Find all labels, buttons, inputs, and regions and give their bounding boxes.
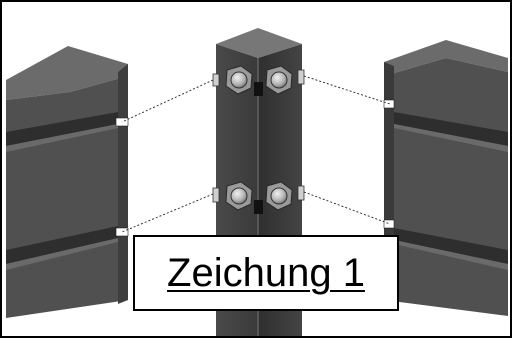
figure-caption: Zeichung 1 [167,250,365,295]
connection-lines [121,75,391,233]
clip-top [254,82,263,96]
bolt-top-right [265,65,305,95]
right-fence-panel [383,40,508,316]
left-fence-panel [6,46,129,318]
bolt-bottom-right [265,181,305,211]
clip-bottom [254,200,263,214]
figure-caption-box: Zeichung 1 [133,235,399,311]
bolt-bottom-left [212,181,253,211]
